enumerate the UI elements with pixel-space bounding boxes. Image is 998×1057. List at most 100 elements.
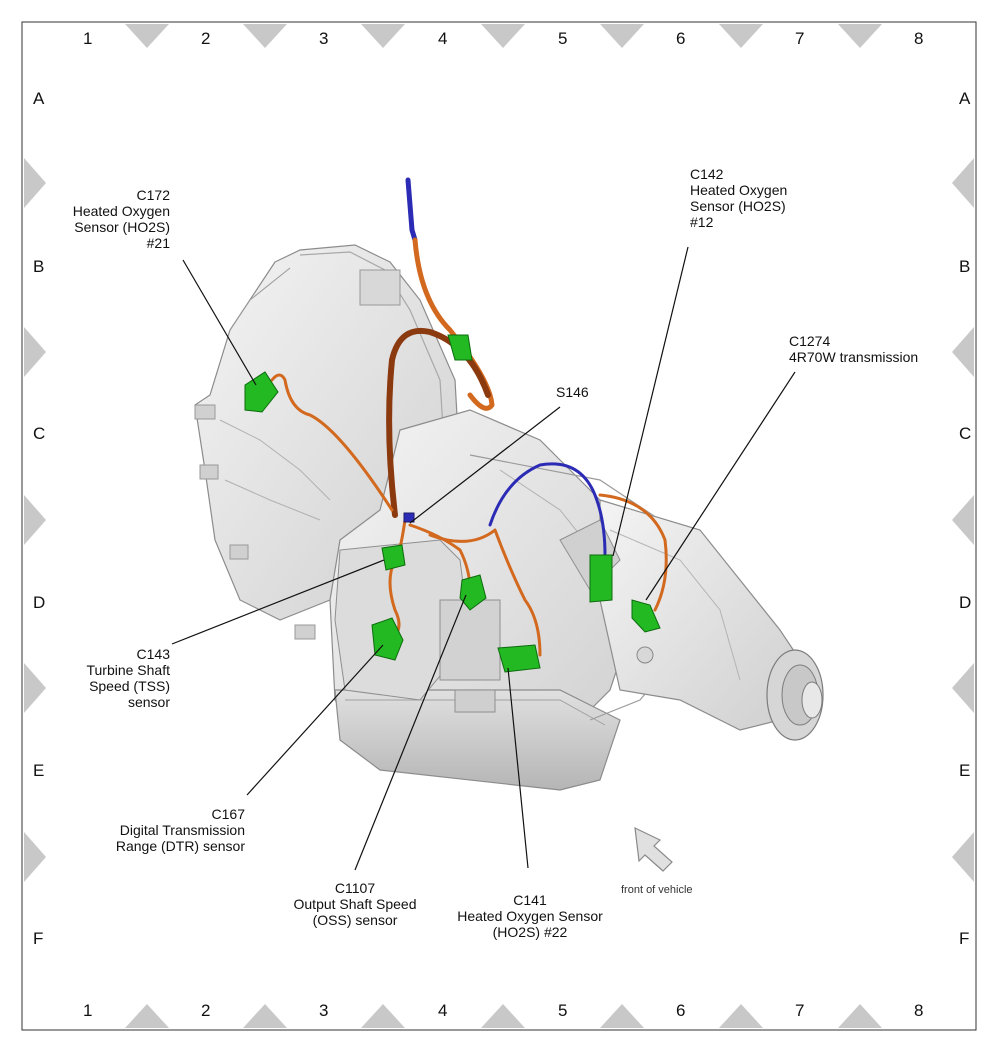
grid-row-left-D: D [33, 593, 46, 612]
frame-marker-left-3 [24, 495, 46, 545]
frame-marker-left-2 [24, 327, 46, 377]
label-c1107-code: C1107 [334, 880, 376, 896]
label-c142: C142 Heated Oxygen Sensor (HO2S) #12 [690, 166, 787, 230]
grid-row-left-B: B [33, 257, 45, 276]
connector-c1107 [459, 574, 487, 611]
label-c172-line2: Sensor (HO2S) [74, 219, 170, 235]
grid-row-right-E: E [959, 761, 971, 780]
grid-row-left-C: C [33, 424, 46, 443]
frame-marker-top-7 [838, 24, 882, 48]
frame-marker-left-5 [24, 832, 46, 882]
grid-column-bottom-2: 2 [201, 1001, 211, 1020]
frame-marker-right-5 [952, 832, 974, 882]
connector-c141 [497, 644, 541, 673]
label-c143-line2: Speed (TSS) [89, 678, 170, 694]
front-arrow-icon [634, 826, 673, 872]
grid-row-right-C: C [959, 424, 972, 443]
label-c142-line2: Sensor (HO2S) [690, 198, 786, 214]
leader-lines [171, 246, 796, 871]
grid-column-top-2: 2 [201, 29, 211, 48]
label-c167-code: C167 [211, 806, 245, 822]
label-c142-line1: Heated Oxygen [690, 182, 788, 198]
grid-column-top-4: 4 [438, 29, 448, 48]
frame-marker-bottom-6 [719, 1004, 763, 1028]
label-c1107-line1: Output Shaft Speed [293, 896, 417, 912]
grid-column-bottom-1: 1 [83, 1001, 93, 1020]
frame-marker-bottom-5 [600, 1004, 644, 1028]
frame-marker-top-5 [600, 24, 644, 48]
frame-marker-right-4 [952, 663, 974, 713]
grid-column-bottom-5: 5 [558, 1001, 568, 1020]
label-c142-code: C142 [690, 166, 724, 182]
frame-markers [24, 24, 974, 1028]
transmission-illustration [194, 244, 824, 791]
connector-c142 [589, 554, 613, 603]
label-c143-code: C143 [136, 646, 170, 662]
frame-marker-bottom-1 [125, 1004, 169, 1028]
connector-top [447, 334, 473, 361]
label-c141: C141 Heated Oxygen Sensor (HO2S) #22 [450, 892, 610, 940]
label-front-of-vehicle: front of vehicle [621, 882, 693, 898]
grid-column-top-6: 6 [676, 29, 686, 48]
grid-column-bottom-7: 7 [795, 1001, 805, 1020]
frame-marker-top-6 [719, 24, 763, 48]
label-c1274: C1274 4R70W transmission [789, 333, 918, 365]
frame-marker-top-1 [125, 24, 169, 48]
frame-marker-bottom-4 [481, 1004, 525, 1028]
frame-border [21, 21, 977, 1031]
label-c1274-code: C1274 [789, 333, 831, 349]
grid-row-left-F: F [33, 929, 44, 948]
grid-row-left-E: E [33, 761, 45, 780]
grid-row-right-D: D [959, 593, 972, 612]
label-c142-line3: #12 [690, 214, 714, 230]
frame-marker-bottom-3 [361, 1004, 405, 1028]
grid-row-right-B: B [959, 257, 971, 276]
frame-marker-bottom-7 [838, 1004, 882, 1028]
connector-c143 [381, 544, 406, 571]
frame-marker-top-4 [481, 24, 525, 48]
label-c1274-line1: 4R70W transmission [789, 349, 919, 365]
frame-marker-right-3 [952, 495, 974, 545]
label-c172-line3: #21 [146, 235, 170, 251]
connector-c172 [244, 371, 279, 413]
label-s146: S146 [556, 384, 589, 400]
frame-marker-left-4 [24, 663, 46, 713]
frame-marker-top-3 [361, 24, 405, 48]
frame-marker-top-2 [243, 24, 287, 48]
connector-c1274 [631, 599, 661, 633]
label-c141-line1: Heated Oxygen Sensor [457, 908, 603, 924]
grid-row-left-A: A [33, 89, 45, 108]
grid-column-bottom-8: 8 [914, 1001, 924, 1020]
grid-column-bottom-3: 3 [319, 1001, 329, 1020]
grid-column-top-5: 5 [558, 29, 568, 48]
wiring-harness [270, 177, 668, 657]
grid-column-top-3: 3 [319, 29, 329, 48]
grid-column-top-8: 8 [914, 29, 924, 48]
label-c167-line2: Range (DTR) sensor [115, 838, 245, 854]
label-c143-line1: Turbine Shaft [86, 662, 170, 678]
label-c172-code: C172 [136, 187, 170, 203]
label-c141-code: C141 [513, 892, 547, 908]
grid-row-right-A: A [959, 89, 971, 108]
grid-column-top-1: 1 [83, 29, 93, 48]
label-c167-line1: Digital Transmission [119, 822, 245, 838]
label-c141-line2: (HO2S) #22 [492, 924, 568, 940]
grid-column-bottom-6: 6 [676, 1001, 686, 1020]
frame-marker-right-2 [952, 327, 974, 377]
connectors [244, 334, 661, 673]
frame-marker-bottom-2 [243, 1004, 287, 1028]
label-c1107: C1107 Output Shaft Speed (OSS) sensor [280, 880, 430, 928]
grid-column-bottom-4: 4 [438, 1001, 448, 1020]
grid-column-top-7: 7 [795, 29, 805, 48]
label-c167: C167 Digital Transmission Range (DTR) se… [90, 806, 245, 854]
label-c172-line1: Heated Oxygen [72, 203, 170, 219]
grid-row-right-F: F [959, 929, 970, 948]
label-front-text: front of vehicle [621, 884, 693, 896]
label-c143: C143 Turbine Shaft Speed (TSS) sensor [50, 646, 170, 710]
frame-marker-left-1 [24, 158, 46, 208]
frame-marker-right-1 [952, 158, 974, 208]
label-s146-code: S146 [556, 384, 589, 400]
connector-c167 [371, 617, 404, 661]
